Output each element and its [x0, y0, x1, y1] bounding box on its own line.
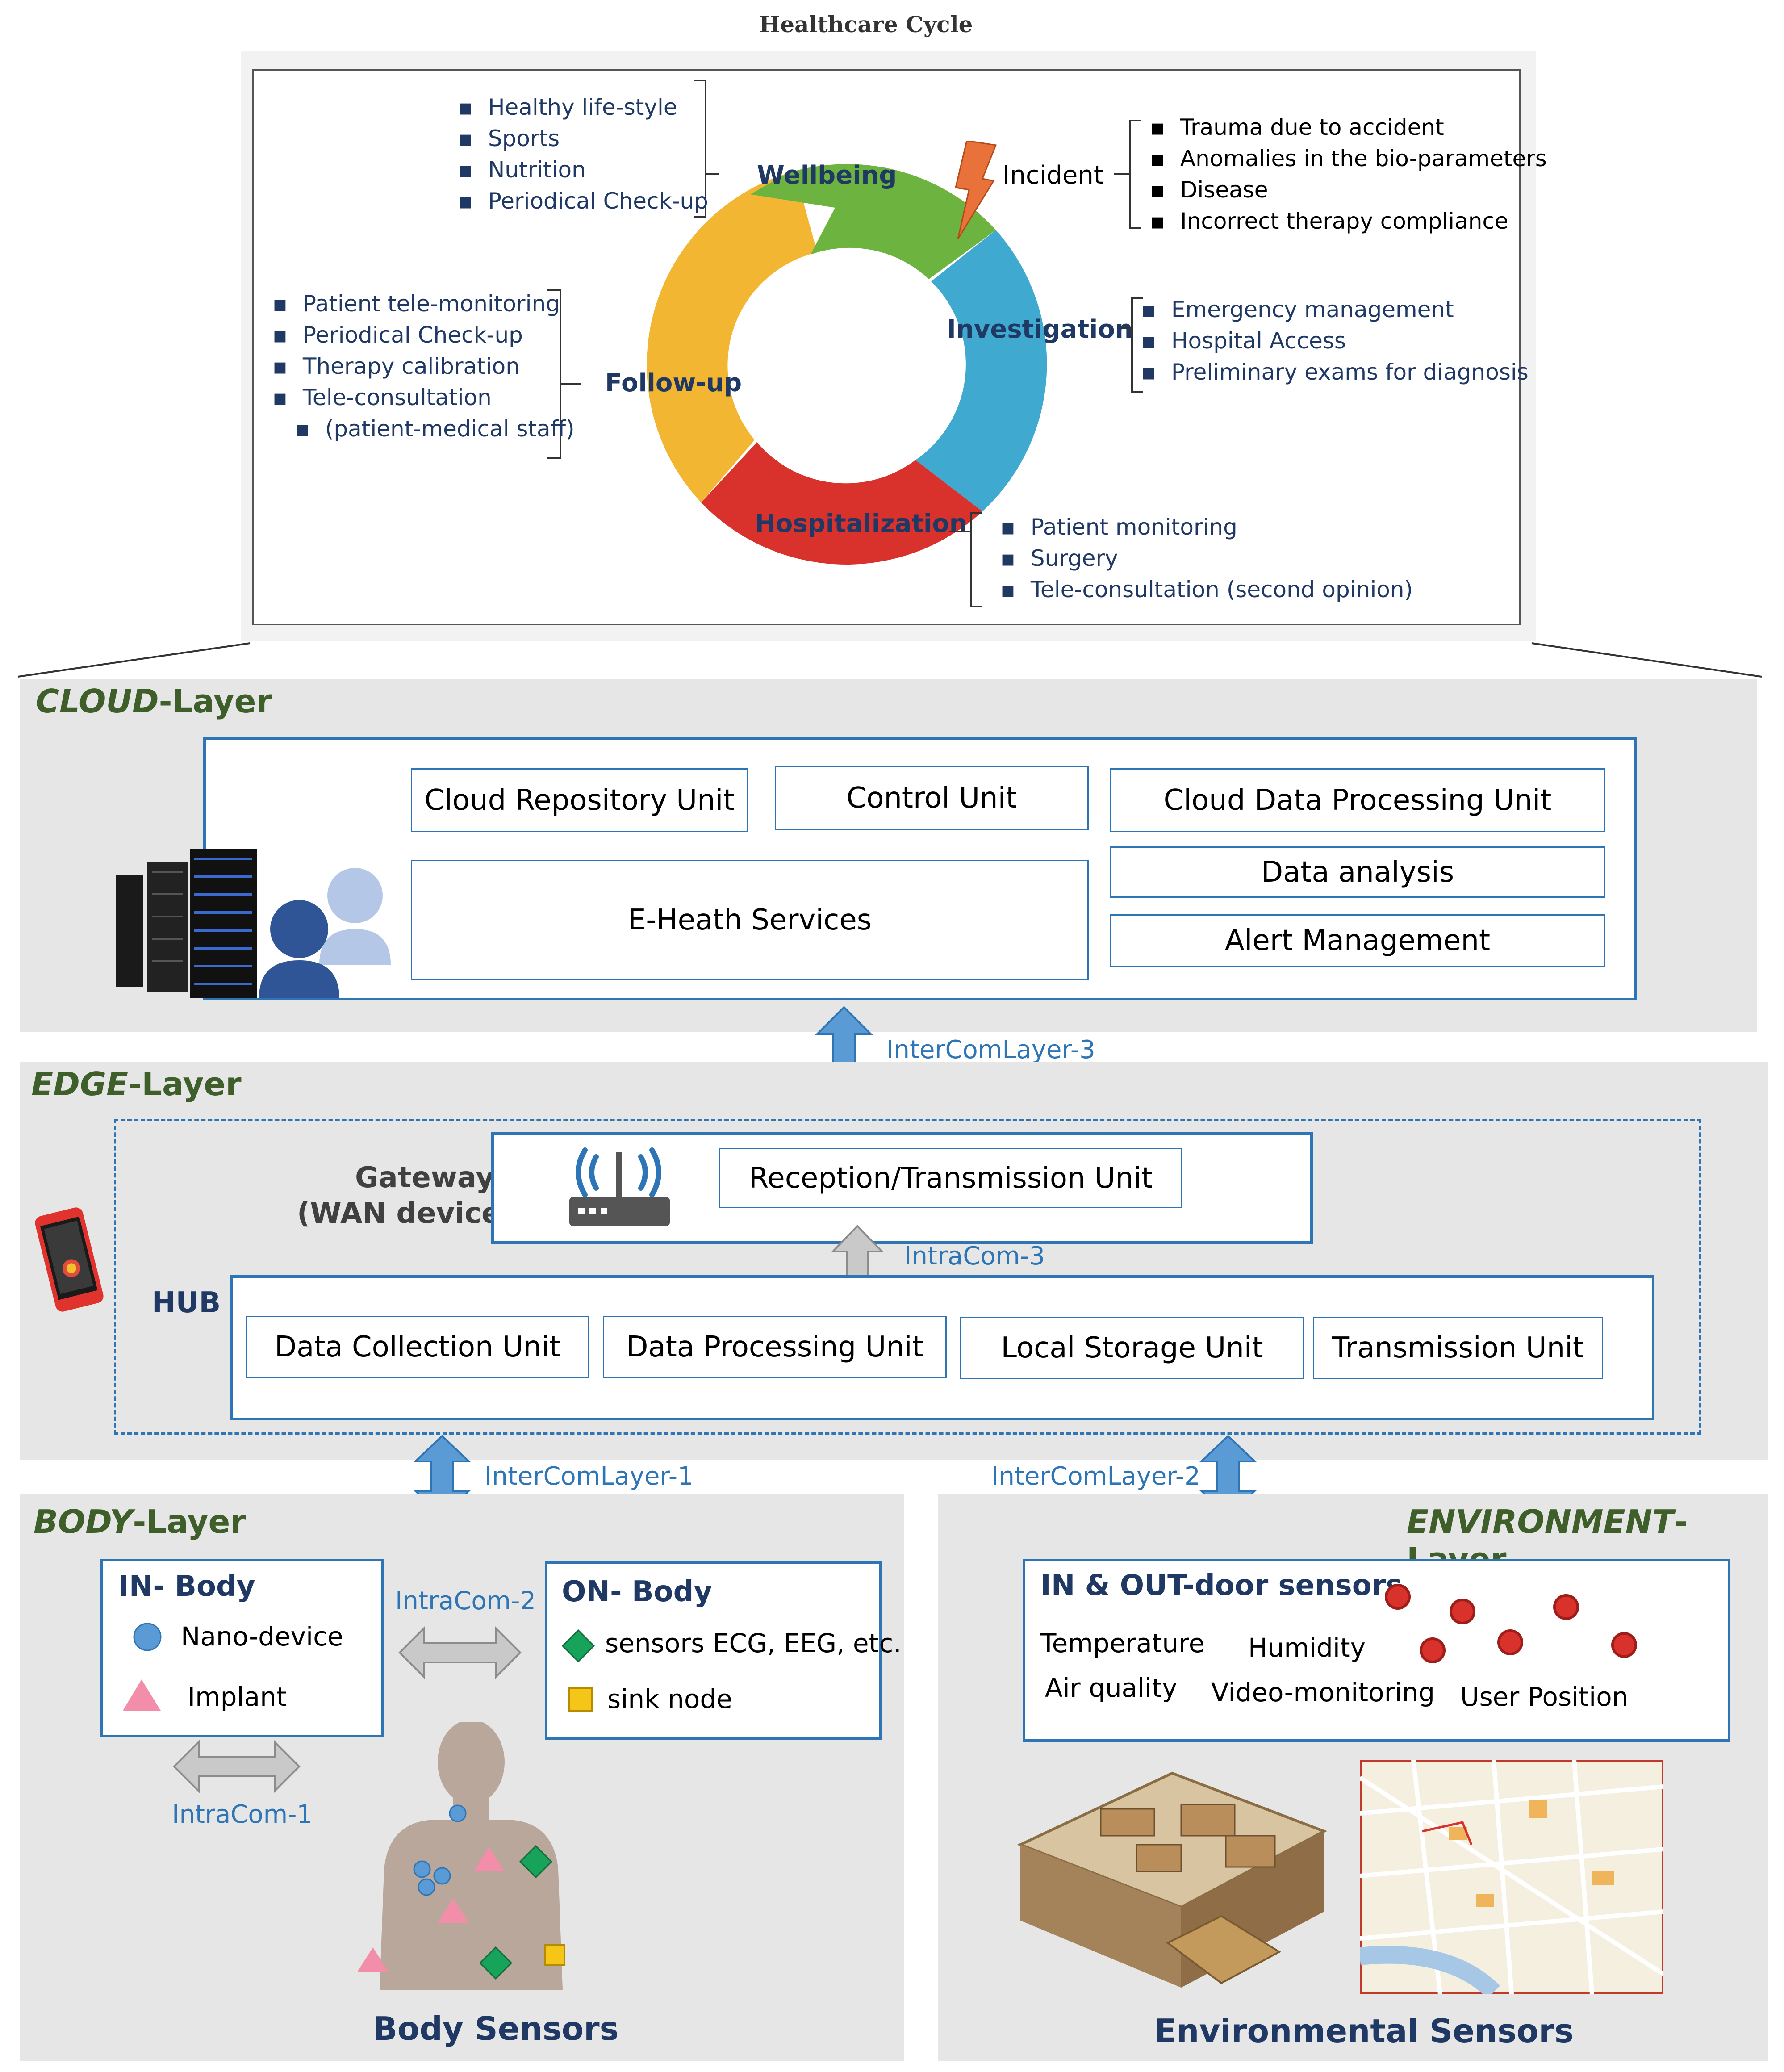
humidity-label: Humidity	[1248, 1632, 1366, 1663]
user-position-label: User Position	[1460, 1682, 1629, 1712]
in-body-title: IN- Body	[118, 1570, 255, 1603]
hospitalization-label: Hospitalization	[755, 509, 967, 538]
implant-label: Implant	[188, 1682, 287, 1712]
nano-device-icon	[133, 1623, 162, 1651]
list-item: Sports	[458, 123, 708, 154]
intracom2-arrow	[398, 1626, 522, 1679]
list-item: Disease	[1150, 174, 1547, 205]
incident-list: Trauma due to accident Anomalies in the …	[1150, 112, 1547, 237]
gateway-sublabel: (WAN device)	[297, 1197, 514, 1230]
users-icon	[259, 868, 391, 998]
environment-box-title: IN & OUT-door sensors	[1040, 1569, 1403, 1602]
list-item: Emergency management	[1141, 294, 1529, 325]
control-unit: Control Unit	[775, 766, 1089, 830]
lightning-icon	[955, 141, 997, 239]
house-floorplan-icon	[1017, 1771, 1328, 1988]
on-body-title: ON- Body	[562, 1575, 713, 1608]
list-item: Incorrect therapy compliance	[1150, 205, 1547, 237]
list-item: Nutrition	[458, 154, 708, 185]
list-item: Tele-consultation (second opinion)	[1000, 574, 1413, 605]
investigation-list: Emergency management Hospital Access Pre…	[1141, 294, 1529, 388]
temperature-label: Temperature	[1040, 1628, 1205, 1658]
list-item: Periodical Check-up	[272, 319, 575, 351]
hospitalization-list: Patient monitoring Surgery Tele-consulta…	[1000, 511, 1413, 605]
sink-node-label: sink node	[607, 1684, 732, 1714]
alert-management-unit: Alert Management	[1110, 914, 1605, 967]
environmental-sensors-caption: Environmental Sensors	[1154, 2012, 1574, 2050]
air-quality-label: Air quality	[1045, 1673, 1178, 1703]
wellbeing-list: Healthy life-style Sports Nutrition Peri…	[458, 92, 708, 217]
intracom2-label: IntraCom-2	[395, 1586, 536, 1616]
investigation-segment	[915, 230, 1047, 511]
body-sensors-caption: Body Sensors	[373, 2010, 619, 2047]
smartphone-icon	[35, 1207, 104, 1312]
sensor-dots	[1385, 1584, 1637, 1663]
investigation-label: Investigation	[947, 315, 1133, 344]
hub-label: HUB	[152, 1286, 221, 1319]
edge-layer-title: EDGE-Layer	[31, 1065, 242, 1103]
sink-node-icon	[568, 1687, 593, 1712]
gateway-label: Gateway	[355, 1161, 494, 1194]
followup-label: Follow-up	[605, 368, 742, 398]
followup-list: Patient tele-monitoring Periodical Check…	[272, 288, 575, 444]
local-storage-unit: Local Storage Unit	[960, 1317, 1304, 1379]
edge-dashed-box	[114, 1119, 1701, 1435]
data-collection-unit: Data Collection Unit	[246, 1316, 589, 1378]
video-monitoring-label: Video-monitoring	[1211, 1677, 1435, 1708]
page-title: Healthcare Cycle	[759, 11, 973, 38]
cloud-layer-title: CLOUD-Layer	[36, 682, 272, 720]
intercom3-label: InterComLayer-3	[886, 1035, 1095, 1064]
list-item: Therapy calibration	[272, 351, 575, 382]
list-item: Tele-consultation	[272, 382, 575, 413]
intracom3-label: IntraCom-3	[904, 1242, 1045, 1271]
transmission-unit: Transmission Unit	[1313, 1317, 1603, 1379]
nano-device-label: Nano-device	[181, 1621, 343, 1652]
followup-segment	[647, 171, 817, 502]
wellbeing-label: Wellbeing	[757, 161, 897, 190]
cloud-data-processing-unit: Cloud Data Processing Unit	[1110, 768, 1605, 832]
intracom1-arrow	[173, 1740, 301, 1793]
list-item: Anomalies in the bio-parameters	[1150, 143, 1547, 174]
data-analysis-unit: Data analysis	[1110, 846, 1605, 898]
data-processing-unit: Data Processing Unit	[603, 1316, 947, 1378]
router-icon	[569, 1147, 670, 1226]
list-item: Preliminary exams for diagnosis	[1141, 356, 1529, 388]
incident-label: Incident	[1003, 161, 1103, 190]
wellbeing-segment	[750, 164, 996, 279]
cycle-brackets	[547, 80, 1143, 607]
body-silhouette-icon	[357, 1722, 565, 1990]
list-item: Healthy life-style	[458, 92, 708, 123]
list-item: Hospital Access	[1141, 325, 1529, 356]
body-layer-title: BODY-Layer	[33, 1503, 246, 1540]
sensor-diamond-icon	[561, 1629, 595, 1663]
intracom1-label: IntraCom-1	[172, 1800, 313, 1829]
zoom-lines	[17, 642, 1762, 678]
intercom2-label: InterComLayer-2	[991, 1462, 1200, 1491]
list-item: Patient tele-monitoring	[272, 288, 575, 319]
hospitalization-segment	[701, 442, 982, 565]
sensors-label: sensors ECG, EEG, etc.	[605, 1628, 902, 1658]
reception-transmission-unit: Reception/Transmission Unit	[719, 1148, 1182, 1208]
cycle-ring	[647, 164, 1047, 565]
intercom1-label: InterComLayer-1	[485, 1462, 694, 1491]
server-icon	[116, 849, 257, 998]
on-body-box	[545, 1561, 882, 1740]
city-map-icon	[1360, 1760, 1663, 1994]
list-item: (patient-medical staff)	[272, 413, 575, 444]
list-item: Patient monitoring	[1000, 511, 1413, 543]
list-item: Periodical Check-up	[458, 185, 708, 217]
e-health-services: E-Heath Services	[411, 860, 1089, 980]
list-item: Trauma due to accident	[1150, 112, 1547, 143]
cloud-repository-unit: Cloud Repository Unit	[411, 768, 748, 832]
implant-icon	[123, 1679, 161, 1711]
list-item: Surgery	[1000, 543, 1413, 574]
